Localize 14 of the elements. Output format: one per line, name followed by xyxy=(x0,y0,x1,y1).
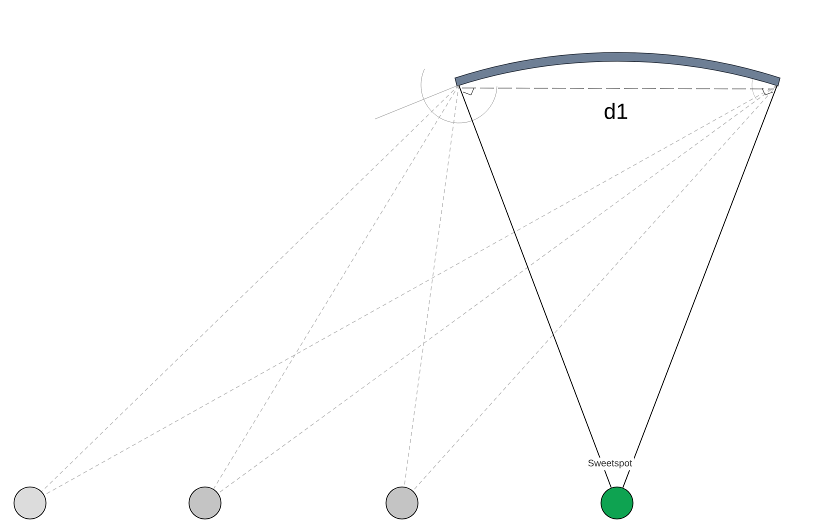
curved-screen xyxy=(454,52,780,86)
viewer-circle xyxy=(14,486,46,520)
sightline xyxy=(412,84,778,492)
sightline xyxy=(213,84,460,490)
viewer-circle xyxy=(188,486,222,520)
viewer-circle xyxy=(386,486,418,520)
sightline xyxy=(44,84,778,496)
sightline xyxy=(458,84,612,488)
sightline xyxy=(41,84,460,492)
sightline xyxy=(404,84,460,488)
node-caption: Sweetspot xyxy=(586,458,634,470)
sightline xyxy=(218,84,778,494)
sightline xyxy=(622,84,778,488)
viewer-circle xyxy=(600,486,634,520)
